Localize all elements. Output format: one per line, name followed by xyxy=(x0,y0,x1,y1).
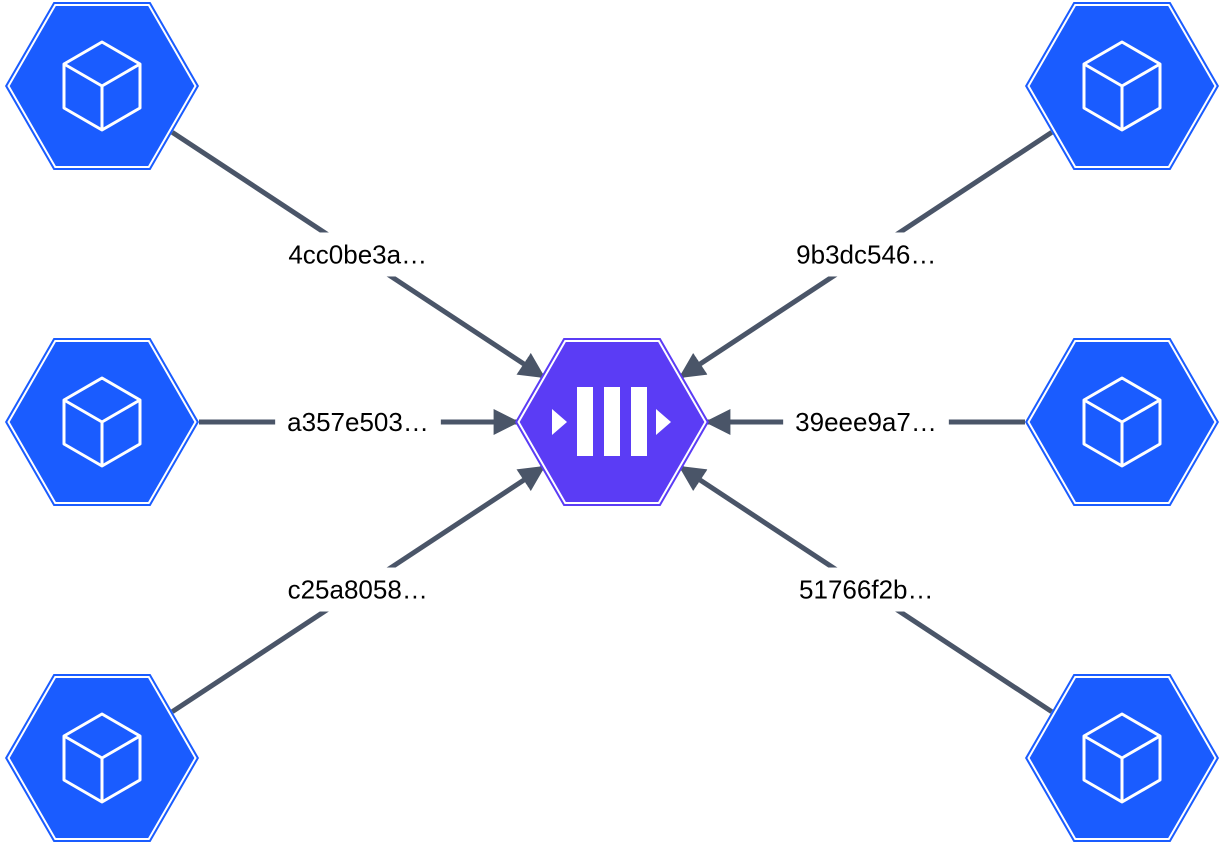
hexagon-inner-ring xyxy=(1027,676,1217,840)
stream-queue-icon xyxy=(552,387,671,456)
edge-label-background xyxy=(787,567,946,612)
edge-label-group: c25a8058… xyxy=(275,567,440,612)
source-node[interactable] xyxy=(1025,337,1219,507)
edge-label-group: a357e503… xyxy=(275,400,441,444)
edge-labels-layer: 4cc0be3a… a357e503… c25a8058… 9b3dc546… 39ee… xyxy=(275,232,949,612)
edge-label: 51766f2b… xyxy=(799,575,933,605)
hexagon-inner-ring xyxy=(1027,340,1217,504)
source-node[interactable] xyxy=(5,673,199,843)
edge-label-group: 9b3dc546… xyxy=(784,232,949,277)
hexagon-inner-ring xyxy=(7,340,197,504)
hexagon-inner-ring xyxy=(7,4,197,168)
edge-label-background xyxy=(275,567,440,612)
cube-icon xyxy=(62,376,142,468)
cube-icon xyxy=(62,712,142,804)
edge-label-group: 51766f2b… xyxy=(787,567,946,612)
hexagon-inner-ring xyxy=(7,676,197,840)
edge-label: 39eee9a7… xyxy=(795,407,937,437)
edge-label: a357e503… xyxy=(287,407,429,437)
edge-label-background xyxy=(276,232,440,277)
source-node[interactable] xyxy=(1025,1,1219,171)
hub-node[interactable] xyxy=(515,337,709,507)
edge-label: c25a8058… xyxy=(288,575,428,605)
edge-label-background xyxy=(783,400,949,444)
edge-label-background xyxy=(784,232,949,277)
source-node[interactable] xyxy=(1025,673,1219,843)
cube-icon xyxy=(1082,376,1162,468)
edge-label-group: 4cc0be3a… xyxy=(276,232,440,277)
cube-icon xyxy=(1082,712,1162,804)
edge-label-background xyxy=(275,400,441,444)
source-node[interactable] xyxy=(5,337,199,507)
nodes-layer xyxy=(5,1,1219,843)
hexagon-inner-ring xyxy=(517,340,707,504)
edge-label: 4cc0be3a… xyxy=(288,239,427,269)
cube-icon xyxy=(62,40,142,132)
edge-label-group: 39eee9a7… xyxy=(783,400,949,444)
edge-label: 9b3dc546… xyxy=(796,239,936,269)
cube-icon xyxy=(1082,40,1162,132)
source-node[interactable] xyxy=(5,1,199,171)
hexagon-inner-ring xyxy=(1027,4,1217,168)
